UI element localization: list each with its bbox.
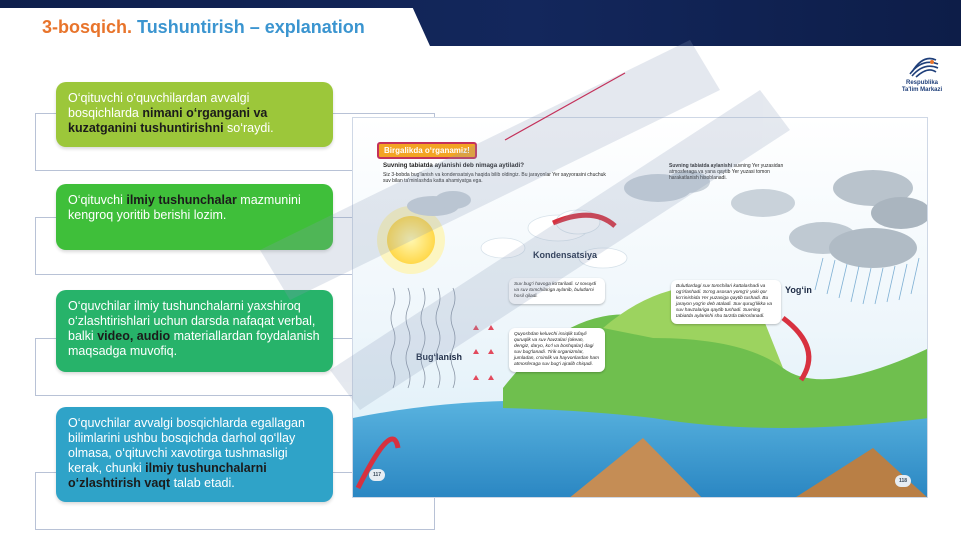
storm-clouds — [407, 170, 927, 268]
arrow-precipitation — [781, 316, 812, 382]
textbook-badge: Birgalikda o‘rganamiz! — [377, 142, 477, 159]
header-bar: 3-bosqich. Tushuntirish – explanation — [0, 0, 961, 46]
card-text-part: ilmiy tushunchalarni o‘zlashtirish vaqt — [68, 461, 267, 490]
card-text-part: ilmiy tushunchalar — [126, 193, 237, 207]
rtm-logo-icon — [909, 57, 939, 78]
header-title-panel — [0, 8, 430, 46]
bubble-evaporation: Quyoshdan keluvchi issiqlik tufayli quru… — [509, 328, 605, 372]
textbook-spread-image: Birgalikda o‘rganamiz! Suvning tabiatda … — [352, 117, 928, 498]
card-text-part: so‘raydi. — [223, 121, 274, 135]
label-buglanish: Bug‘lanish — [416, 352, 463, 362]
slide-title: 3-bosqich. Tushuntirish – explanation — [42, 17, 365, 38]
arrow-evaporation — [355, 436, 401, 490]
card-time-needed: O‘quvchilar avvalgi bosqichlarda egallag… — [56, 407, 333, 502]
arrow-condensation — [552, 212, 617, 228]
page-number-right: 118 — [895, 475, 911, 487]
textbook-right-intro: Suvning tabiatda aylanishi suvning Yer y… — [669, 163, 799, 181]
vapor-arrows — [473, 325, 494, 380]
logo-line-2: Ta'lim Markazi — [901, 87, 943, 93]
card-text-part: video, audio — [97, 329, 171, 343]
card-explain-previous: O‘qituvchi o‘quvchilardan avvalgi bosqic… — [56, 82, 333, 147]
textbook-right-intro-bold: Suvning tabiatda aylanishi — [669, 163, 733, 169]
rain-lines — [814, 257, 920, 305]
label-kondensatsiya: Kondensatsiya — [533, 250, 598, 260]
slide-title-text: Tushuntirish – explanation — [137, 17, 365, 37]
card-text-part: O‘quvchilar avvalgi bosqichlarda egallag… — [68, 416, 305, 475]
card-text-part: talab etadi. — [170, 476, 235, 490]
hill-left — [570, 438, 702, 497]
bubble-condensation: Suv bug‘i havoga ko‘tariladi. U sovuydi … — [509, 278, 605, 304]
textbook-question: Suvning tabiatda aylanishi deb nimaga ay… — [383, 162, 524, 169]
card-media-materials: O‘quvchilar ilmiy tushunchalarni yaxshir… — [56, 290, 333, 372]
logo-caption: Respublika Ta'lim Markazi — [886, 80, 958, 94]
card-text-part: O‘qituvchi — [68, 193, 127, 207]
slide-title-step: 3-bosqich. — [42, 17, 133, 37]
sun-icon — [377, 206, 445, 274]
evaporation-lines — [390, 287, 456, 389]
card-scientific-concepts: O‘qituvchi ilmiy tushunchalar mazmunini … — [56, 184, 333, 250]
bubble-precipitation: Bulutlardagi suv tomchilari kattalashadi… — [671, 280, 781, 324]
land — [503, 314, 927, 428]
hill-right — [796, 448, 927, 497]
page-number-left: 117 — [369, 469, 385, 481]
card-text-part: nimani o‘rgangani va kuzatganini tushunt… — [68, 106, 268, 135]
card-text-part: O‘quvchilar ilmiy tushunchalarni yaxshir… — [68, 299, 316, 343]
logo-line-1: Respublika — [905, 80, 938, 86]
card-text-part: mazmunini kengroq yoritib berishi lozim. — [68, 193, 301, 222]
textbook-intro: Siz 3-bobda bug‘lanish va kondensatsiya … — [383, 172, 606, 184]
card-text-part: materiallardan foydalanish maqsadga muvo… — [68, 329, 320, 358]
textbook-right-intro-text: suvning Yer yuzasidan atmosferaga va yan… — [669, 163, 784, 181]
card-text-part: O‘qituvchi o‘quvchilardan avvalgi bosqic… — [68, 91, 250, 120]
label-yogin: Yog‘in — [785, 285, 812, 295]
water-cycle-illustration — [353, 118, 927, 497]
